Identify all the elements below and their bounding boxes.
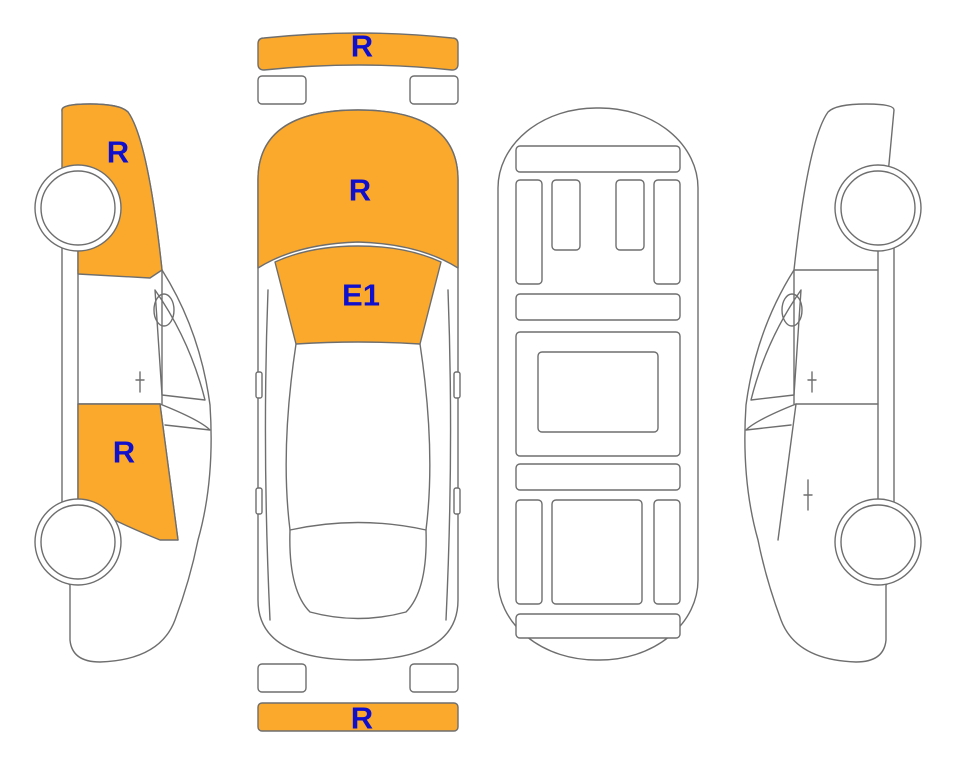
right-side-rear-window — [745, 403, 797, 431]
top-right-side — [445, 289, 452, 621]
right-rear-wheel-rim — [840, 504, 916, 580]
top-roof — [285, 343, 431, 531]
left-rear-door-label: R — [113, 435, 135, 470]
left-rear-wheel-rim — [40, 504, 116, 580]
left-side-rear-window — [159, 403, 211, 431]
right-rear-wheel — [834, 498, 922, 586]
under-mid-bar — [515, 293, 681, 321]
top-left-mirror — [255, 371, 263, 399]
left-front-handle — [135, 371, 145, 393]
under-tail-bar — [515, 613, 681, 639]
under-floor-center — [537, 351, 659, 433]
left-front-fender-label: R — [107, 135, 129, 170]
right-side-front-door — [793, 269, 879, 405]
right-front-handle — [807, 371, 817, 393]
rear-bumper-label: R — [351, 701, 373, 736]
front-right-light — [409, 75, 459, 105]
right-rear-handle — [803, 479, 813, 511]
under-front-right-rail — [653, 179, 681, 285]
right-front-wheel-rim — [840, 170, 916, 246]
top-left-mirror-rear — [255, 487, 263, 515]
under-rear-right-rail — [653, 499, 681, 605]
left-side-mirror — [153, 293, 175, 327]
right-side-mirror — [781, 293, 803, 327]
rear-right-light — [409, 663, 459, 693]
top-view: R R E1 R — [255, 29, 461, 736]
top-left-side — [264, 289, 271, 621]
underbody-view — [497, 107, 699, 661]
rear-bumper-panel — [257, 702, 459, 732]
under-front-left-mount — [551, 179, 581, 251]
under-rear-bar — [515, 463, 681, 491]
windshield-label: E1 — [342, 278, 380, 313]
windshield-panel — [274, 245, 442, 345]
under-front-right-mount — [615, 179, 645, 251]
right-front-wheel — [834, 164, 922, 252]
under-front-bar — [515, 145, 681, 173]
rear-left-light — [257, 663, 307, 693]
under-rear-tank — [551, 499, 643, 605]
right-side-view — [744, 103, 922, 663]
under-front-left-rail — [515, 179, 543, 285]
left-front-wheel-rim — [40, 170, 116, 246]
under-rear-left-rail — [515, 499, 543, 605]
front-left-light — [257, 75, 307, 105]
right-side-window — [750, 289, 802, 401]
front-bumper-label: R — [351, 29, 373, 64]
left-front-wheel — [34, 164, 122, 252]
left-side-window — [154, 289, 206, 401]
top-right-mirror — [453, 371, 461, 399]
front-bumper-panel — [257, 32, 459, 71]
left-rear-wheel — [34, 498, 122, 586]
top-right-mirror-rear — [453, 487, 461, 515]
hood-panel — [257, 109, 459, 269]
hood-label: R — [349, 173, 371, 208]
left-side-view: R R — [34, 103, 212, 663]
top-rear-window — [289, 529, 427, 620]
